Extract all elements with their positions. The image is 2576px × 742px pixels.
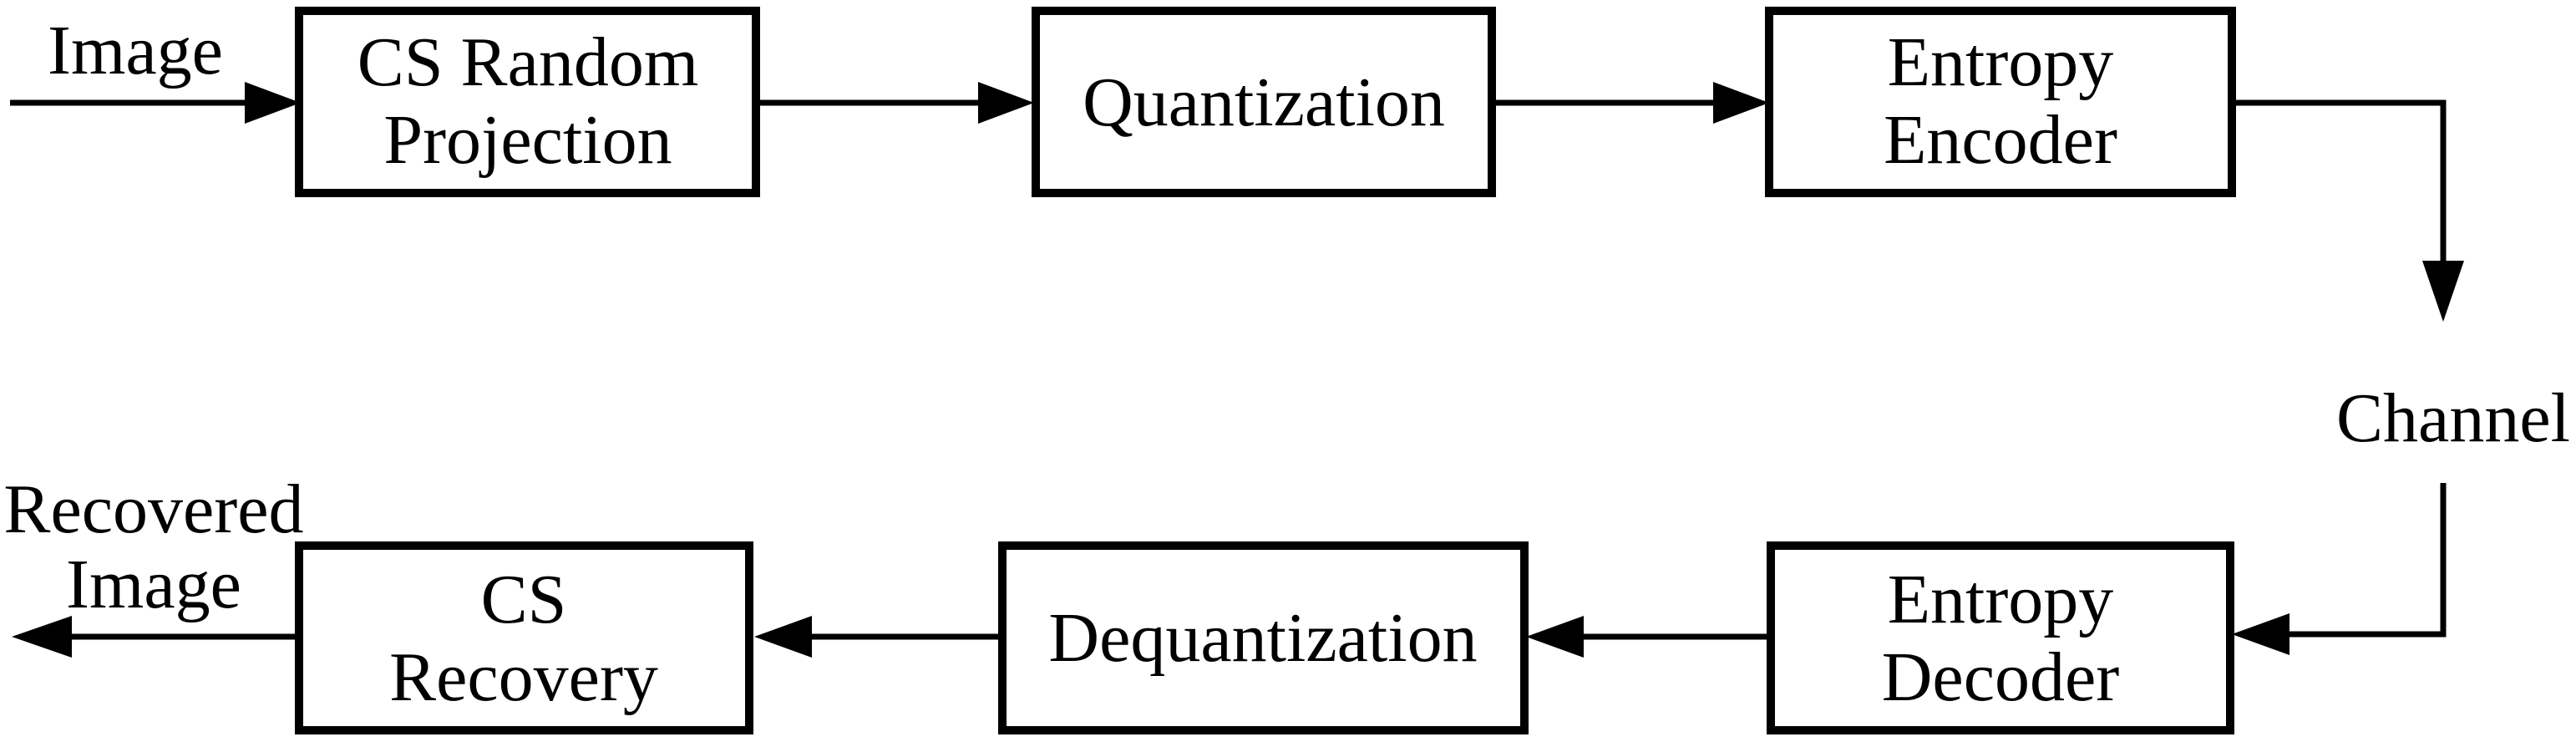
channel-label: Channel xyxy=(2336,379,2570,457)
box-label-line: CS Random xyxy=(357,23,698,101)
arrow-shaft xyxy=(2232,99,2447,263)
arrow-decoder-to-dequantization xyxy=(1526,616,1771,658)
box-entropy-encoder: Entropy Encoder xyxy=(1765,7,2236,197)
box-label-line: Quantization xyxy=(1083,64,1445,141)
arrow-shaft xyxy=(2289,483,2447,638)
box-cs-random-projection: CS Random Projection xyxy=(295,7,760,197)
box-quantization: Quantization xyxy=(1032,7,1496,197)
box-outline xyxy=(295,541,753,734)
box-cs-recovery: CS Recovery xyxy=(295,541,753,734)
box-label-line: Dequantization xyxy=(1048,599,1477,677)
box-entropy-decoder: Entropy Decoder xyxy=(1767,541,2234,734)
arrowhead-right-icon xyxy=(245,82,301,124)
box-label-line: Decoder xyxy=(1882,638,2120,716)
output-recovered-image-label: Recovered Image xyxy=(3,470,303,623)
box-label-line: Projection xyxy=(383,101,672,179)
box-outline xyxy=(1765,7,2236,197)
arrowhead-left-icon xyxy=(2232,613,2289,655)
box-label-line: CS xyxy=(481,561,567,638)
arrowhead-right-icon xyxy=(978,82,1034,124)
arrowhead-left-icon xyxy=(12,616,72,658)
arrow-channel-to-decoder xyxy=(2232,483,2447,655)
box-outline xyxy=(998,541,1529,734)
box-outline xyxy=(1032,7,1496,197)
box-dequantization: Dequantization xyxy=(998,541,1529,734)
arrow-image-to-cs-random-projection xyxy=(10,82,301,124)
arrow-projection-to-quantization xyxy=(756,82,1034,124)
box-label-line: Recovery xyxy=(389,638,658,716)
arrowhead-left-icon xyxy=(754,616,812,658)
output-label-line: Recovered xyxy=(3,470,303,548)
arrow-encoder-to-channel xyxy=(2232,99,2464,322)
input-image-label: Image xyxy=(48,12,223,89)
arrow-recovery-to-output xyxy=(12,616,299,658)
arrowhead-left-icon xyxy=(1526,616,1584,658)
arrowhead-down-icon xyxy=(2422,261,2464,322)
box-label-line: Entropy xyxy=(1888,561,2114,638)
arrow-dequantization-to-recovery xyxy=(754,616,1002,658)
box-label-line: Encoder xyxy=(1884,101,2117,179)
arrowhead-right-icon xyxy=(1713,82,1769,124)
arrow-quantization-to-encoder xyxy=(1492,82,1769,124)
output-label-line: Image xyxy=(66,546,241,623)
box-label-line: Entropy xyxy=(1888,23,2114,101)
